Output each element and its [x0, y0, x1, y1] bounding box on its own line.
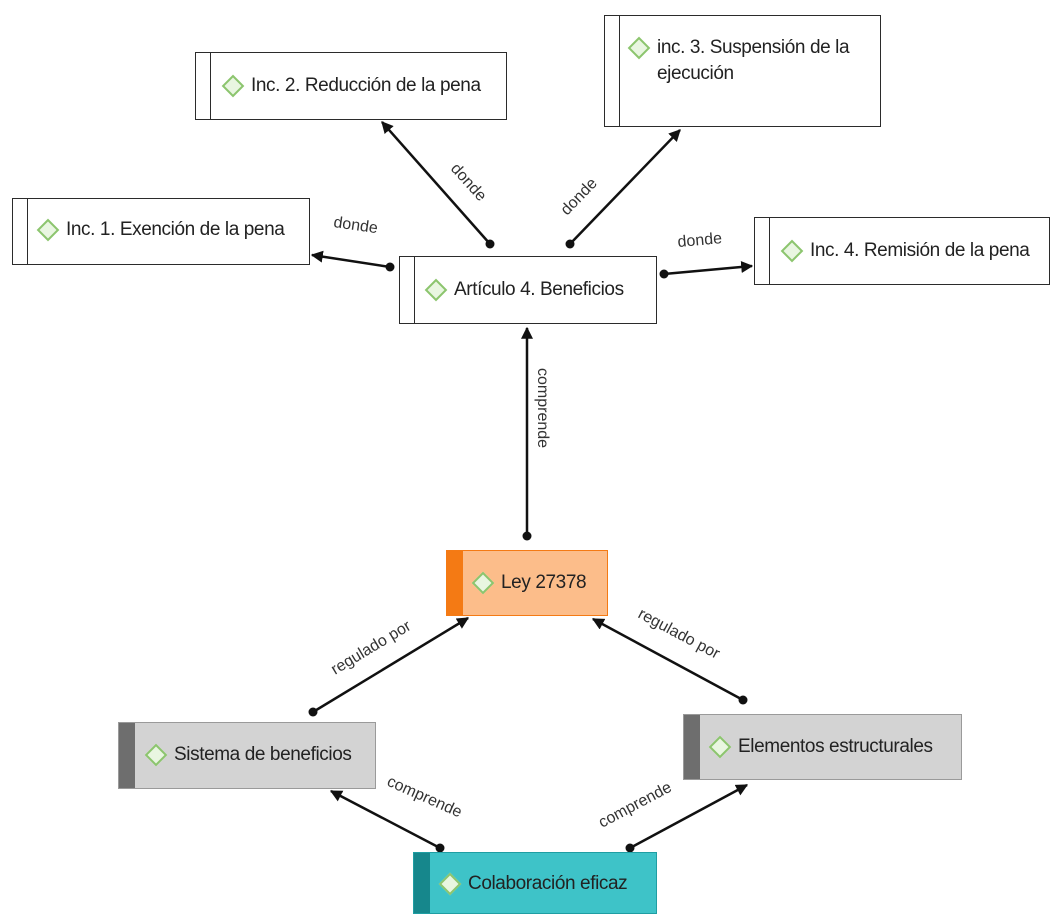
- edge-anchor: [385, 262, 395, 272]
- node-label: Sistema de beneficios: [174, 744, 352, 765]
- node-label: Inc. 2. Reducción de la pena: [251, 75, 481, 96]
- node-bar: [447, 551, 463, 615]
- edge-anchor: [308, 707, 318, 717]
- edge-label-sistema-ley: regulado por: [328, 617, 414, 678]
- diamond-icon: [780, 239, 804, 263]
- diamond-icon: [471, 571, 495, 595]
- edge-articulo-reduccion: [381, 121, 491, 245]
- edge-articulo-remision: [663, 261, 754, 276]
- diamond-icon: [424, 278, 448, 302]
- node-colaboracion[interactable]: Colaboración eficaz: [413, 852, 657, 914]
- edge-elementos-ley: [591, 617, 744, 702]
- diamond-icon: [438, 872, 462, 896]
- edge-anchor: [522, 531, 532, 541]
- edge-label-ley-articulo: comprende: [534, 368, 551, 448]
- node-bar: [684, 715, 700, 779]
- node-label: Artículo 4. Beneficios: [454, 279, 624, 300]
- node-remision[interactable]: Inc. 4. Remisión de la pena: [754, 217, 1050, 285]
- diamond-icon: [221, 74, 245, 98]
- node-sistema[interactable]: Sistema de beneficios: [118, 722, 376, 789]
- edge-anchor: [485, 239, 495, 249]
- edge-anchor: [565, 239, 575, 249]
- node-label: Colaboración eficaz: [468, 873, 628, 894]
- node-bar: [414, 853, 430, 913]
- diamond-icon: [36, 218, 60, 242]
- node-label: inc. 3. Suspensión de la ejecución: [657, 37, 850, 84]
- edge-label-articulo-exencion: donde: [332, 214, 379, 237]
- edge-label-elementos-ley: regulado por: [635, 606, 723, 664]
- edge-label-articulo-reduccion: donde: [447, 160, 489, 205]
- edge-label-articulo-remision: donde: [677, 230, 723, 251]
- node-suspension[interactable]: inc. 3. Suspensión de la ejecución: [604, 15, 881, 127]
- node-bar: [13, 199, 28, 264]
- node-label: Inc. 4. Remisión de la pena: [810, 240, 1030, 261]
- edge-label-colab-elementos: comprende: [596, 779, 675, 832]
- edge-colab-elementos: [629, 783, 749, 850]
- edge-anchor: [738, 695, 748, 705]
- node-articulo[interactable]: Artículo 4. Beneficios: [399, 256, 657, 324]
- edge-articulo-exencion: [310, 250, 391, 269]
- edge-label-articulo-suspension: donde: [558, 175, 601, 219]
- node-elementos[interactable]: Elementos estructurales: [683, 714, 962, 780]
- node-bar: [755, 218, 770, 284]
- node-bar: [605, 16, 620, 126]
- node-label: Inc. 1. Exención de la pena: [66, 219, 285, 240]
- node-label: Elementos estructurales: [738, 736, 933, 757]
- edge-label-colab-sistema: comprende: [384, 773, 464, 821]
- node-ley[interactable]: Ley 27378: [446, 550, 608, 616]
- node-bar: [400, 257, 415, 323]
- edge-anchor: [625, 843, 635, 853]
- edge-sistema-ley: [312, 616, 470, 714]
- node-bar: [196, 53, 211, 119]
- edge-colab-sistema: [329, 789, 441, 850]
- edge-anchor: [435, 843, 445, 853]
- edge-anchor: [659, 269, 669, 279]
- node-exencion[interactable]: Inc. 1. Exención de la pena: [12, 198, 310, 265]
- diamond-icon: [144, 743, 168, 767]
- node-bar: [119, 723, 135, 788]
- edge-articulo-suspension: [569, 129, 681, 245]
- node-reduccion[interactable]: Inc. 2. Reducción de la pena: [195, 52, 507, 120]
- node-label: Ley 27378: [501, 572, 587, 593]
- diamond-icon: [708, 735, 732, 759]
- diamond-icon: [627, 36, 651, 60]
